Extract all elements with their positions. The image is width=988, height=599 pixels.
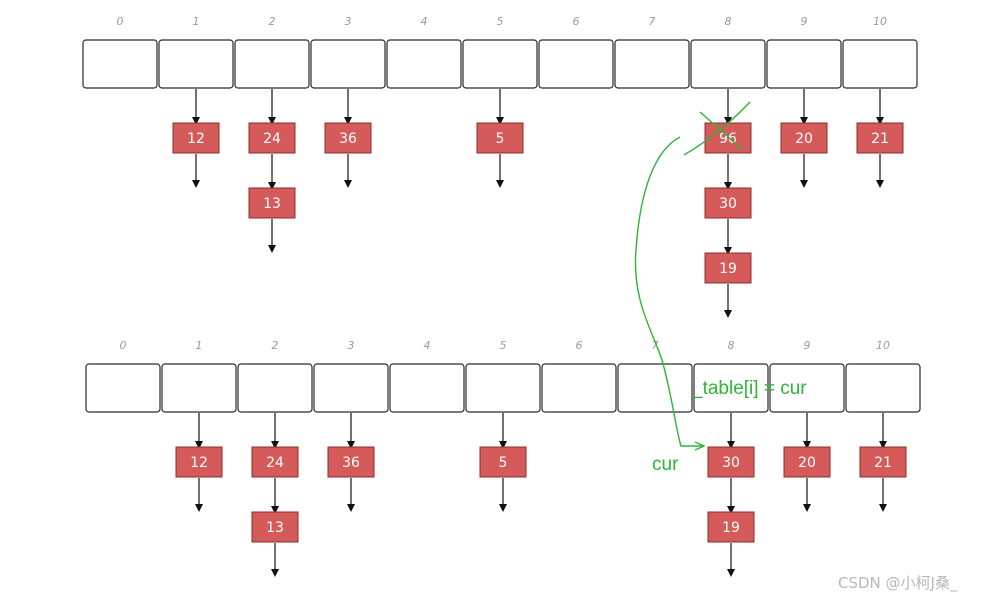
list-node-value: 36 bbox=[339, 131, 357, 147]
bucket-slot bbox=[766, 39, 842, 89]
bucket-slot bbox=[313, 363, 389, 413]
slot-index-label: 0 bbox=[120, 339, 127, 352]
watermark: CSDN @小柯J桑_ bbox=[838, 574, 958, 593]
list-node bbox=[780, 122, 828, 154]
slot-index-label: 5 bbox=[500, 339, 507, 352]
list-node-value: 30 bbox=[719, 196, 737, 212]
slot-index-label: 3 bbox=[348, 339, 355, 352]
bucket-slot bbox=[614, 39, 690, 89]
list-node-value: 20 bbox=[798, 455, 816, 471]
list-node bbox=[704, 187, 752, 219]
bucket-slot bbox=[693, 363, 769, 413]
list-node-value: 12 bbox=[187, 131, 205, 147]
list-node-value: 19 bbox=[719, 261, 737, 277]
list-node bbox=[859, 446, 907, 478]
list-node-value: 24 bbox=[263, 131, 281, 147]
bucket-slot bbox=[389, 363, 465, 413]
list-node bbox=[707, 446, 755, 478]
list-node-value: 13 bbox=[263, 196, 281, 212]
bucket-slot bbox=[234, 39, 310, 89]
list-node-value: 5 bbox=[496, 131, 505, 147]
slot-index-label: 8 bbox=[725, 15, 732, 28]
bucket-slot bbox=[842, 39, 918, 89]
slot-index-label: 1 bbox=[196, 339, 203, 352]
move-arrow bbox=[634, 136, 704, 446]
list-node-value: 20 bbox=[795, 131, 813, 147]
bucket-slot bbox=[541, 363, 617, 413]
bucket-slot bbox=[82, 39, 158, 89]
list-node-value: 24 bbox=[266, 455, 284, 471]
list-node-value: 12 bbox=[190, 455, 208, 471]
slot-index-label: 3 bbox=[345, 15, 352, 28]
bucket-slot bbox=[310, 39, 386, 89]
list-node bbox=[707, 511, 755, 543]
slot-index-label: 8 bbox=[728, 339, 735, 352]
cur-label: cur bbox=[652, 454, 679, 475]
list-node-value: 13 bbox=[266, 520, 284, 536]
bucket-slot bbox=[462, 39, 538, 89]
list-node bbox=[172, 122, 220, 154]
list-node-value: 5 bbox=[499, 455, 508, 471]
bucket-slot bbox=[769, 363, 845, 413]
slot-index-label: 0 bbox=[117, 15, 124, 28]
list-node-value: 30 bbox=[722, 455, 740, 471]
slot-index-label: 5 bbox=[497, 15, 504, 28]
bucket-slot bbox=[690, 39, 766, 89]
bucket-slot bbox=[617, 363, 693, 413]
list-node bbox=[251, 446, 299, 478]
list-node bbox=[248, 187, 296, 219]
slot-index-label: 9 bbox=[801, 15, 808, 28]
slot-index-label: 7 bbox=[649, 15, 656, 28]
bucket-slot bbox=[158, 39, 234, 89]
list-node bbox=[324, 122, 372, 154]
list-node-value: 21 bbox=[874, 455, 892, 471]
list-node bbox=[704, 252, 752, 284]
bucket-slot bbox=[237, 363, 313, 413]
slot-index-label: 4 bbox=[424, 339, 431, 352]
assign-label: _table[i] = cur bbox=[691, 378, 807, 399]
bucket-slot bbox=[85, 363, 161, 413]
slot-index-label: 9 bbox=[804, 339, 811, 352]
list-node bbox=[251, 511, 299, 543]
list-node bbox=[248, 122, 296, 154]
list-node-value: 19 bbox=[722, 520, 740, 536]
bucket-slot bbox=[161, 363, 237, 413]
slot-index-label: 1 bbox=[193, 15, 200, 28]
list-node bbox=[327, 446, 375, 478]
list-node bbox=[479, 446, 527, 478]
slot-index-label: 10 bbox=[876, 339, 890, 352]
list-node-value: 36 bbox=[342, 455, 360, 471]
bucket-slot bbox=[845, 363, 921, 413]
list-node bbox=[476, 122, 524, 154]
bucket-slot bbox=[465, 363, 541, 413]
list-node bbox=[783, 446, 831, 478]
slot-index-label: 6 bbox=[573, 15, 580, 28]
slot-index-label: 6 bbox=[576, 339, 583, 352]
bucket-slot bbox=[538, 39, 614, 89]
slot-index-label: 4 bbox=[421, 15, 428, 28]
slot-index-label: 10 bbox=[873, 15, 887, 28]
slot-index-label: 2 bbox=[272, 339, 279, 352]
list-node-value: 96 bbox=[719, 131, 737, 147]
list-node-value: 21 bbox=[871, 131, 889, 147]
slot-index-label: 2 bbox=[269, 15, 276, 28]
list-node bbox=[175, 446, 223, 478]
list-node bbox=[856, 122, 904, 154]
delete-cross-mark bbox=[683, 101, 751, 156]
bucket-slot bbox=[386, 39, 462, 89]
list-node bbox=[704, 122, 752, 154]
slot-index-label: 7 bbox=[652, 339, 659, 352]
